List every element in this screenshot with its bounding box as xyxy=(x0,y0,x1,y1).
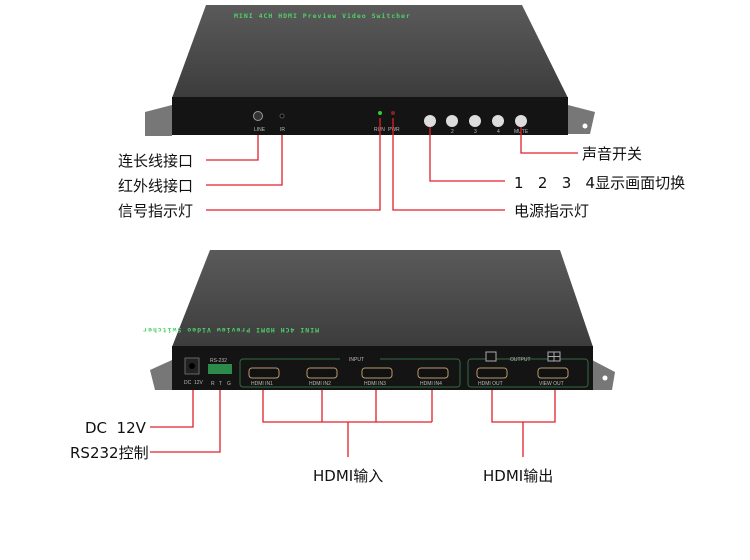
front-panel xyxy=(172,97,568,135)
label-rs232: RS232控制 xyxy=(70,444,149,462)
mute-button[interactable] xyxy=(515,115,527,127)
device-front-view: MINI 4CH HDMI Preview Video Switcher LIN… xyxy=(145,5,595,136)
port-label: RS-232 xyxy=(210,358,227,364)
device-rear-view: MINI 4CH HDMI Preview Video Switcher DC … xyxy=(142,250,615,390)
model-silkscreen: MINI 4CH HDMI Preview Video Switcher xyxy=(234,12,411,20)
hdmi-in-4 xyxy=(417,367,449,379)
port-label: IR xyxy=(280,127,285,133)
hdmi-in-1 xyxy=(248,367,280,379)
port-label: HDMI OUT xyxy=(478,381,503,387)
hdmi-in-3 xyxy=(361,367,393,379)
device-top-cover xyxy=(172,5,568,98)
hdmi-inputs: HDMI IN1 HDMI IN2 HDMI IN3 HDMI IN4 xyxy=(248,367,449,387)
port-label: DC xyxy=(184,380,192,386)
output-group-frame xyxy=(467,358,589,388)
button-3[interactable] xyxy=(469,115,481,127)
device-top-cover xyxy=(172,250,593,347)
rear-annotations: DC 12V RS232控制 HDMI输入 HDMI输出 xyxy=(70,390,556,485)
label-signal-led: 信号指示灯 xyxy=(118,202,193,220)
mounting-ear-left xyxy=(150,360,172,390)
mounting-ear-left xyxy=(145,105,172,136)
port-label: HDMI IN1 xyxy=(251,381,273,387)
port-label: HDMI IN4 xyxy=(420,381,442,387)
label-power-led: 电源指示灯 xyxy=(514,202,589,220)
port-label: VIEW OUT xyxy=(539,381,564,387)
label-screen-switch: 1 2 3 4显示画面切换 xyxy=(514,174,685,192)
port-label: R xyxy=(211,381,215,387)
port-label: HDMI IN3 xyxy=(364,381,386,387)
label-ir-port: 红外线接口 xyxy=(118,177,193,195)
label-mute-switch: 声音开关 xyxy=(582,145,642,163)
port-label: T xyxy=(219,381,222,387)
label-line-port: 连长线接口 xyxy=(118,152,193,170)
port-label: G xyxy=(227,381,231,387)
port-label: 12V xyxy=(194,380,204,386)
port-label: INPUT xyxy=(349,357,364,363)
hdmi-in-2 xyxy=(306,367,338,379)
rs232-terminal xyxy=(208,364,232,374)
run-led xyxy=(378,111,382,115)
button-1[interactable] xyxy=(424,115,436,127)
button-4[interactable] xyxy=(492,115,504,127)
ir-receiver xyxy=(279,113,285,119)
label-dc-12v: DC 12V xyxy=(85,419,147,437)
port-label: OUTPUT xyxy=(510,357,531,363)
button-2[interactable] xyxy=(446,115,458,127)
port-label: 2 xyxy=(451,129,454,135)
model-silkscreen: MINI 4CH HDMI Preview Video Switcher xyxy=(142,326,319,334)
single-view-icon xyxy=(485,351,497,362)
front-annotations: 连长线接口 红外线接口 信号指示灯 声音开关 1 2 3 4显示画面切换 电源指… xyxy=(118,118,685,220)
hdmi-out xyxy=(476,367,508,379)
view-out xyxy=(537,367,569,379)
port-label: HDMI IN2 xyxy=(309,381,331,387)
port-label: 4 xyxy=(497,129,500,135)
mounting-ear-right xyxy=(568,105,595,134)
port-label: 3 xyxy=(474,129,477,135)
port-label: LINE xyxy=(254,127,266,133)
port-label: PWR xyxy=(388,127,400,133)
mounting-ear-right xyxy=(592,360,615,390)
label-hdmi-input: HDMI输入 xyxy=(313,467,383,485)
label-hdmi-output: HDMI输出 xyxy=(483,467,553,485)
pwr-led xyxy=(391,111,395,115)
line-port xyxy=(253,111,263,121)
